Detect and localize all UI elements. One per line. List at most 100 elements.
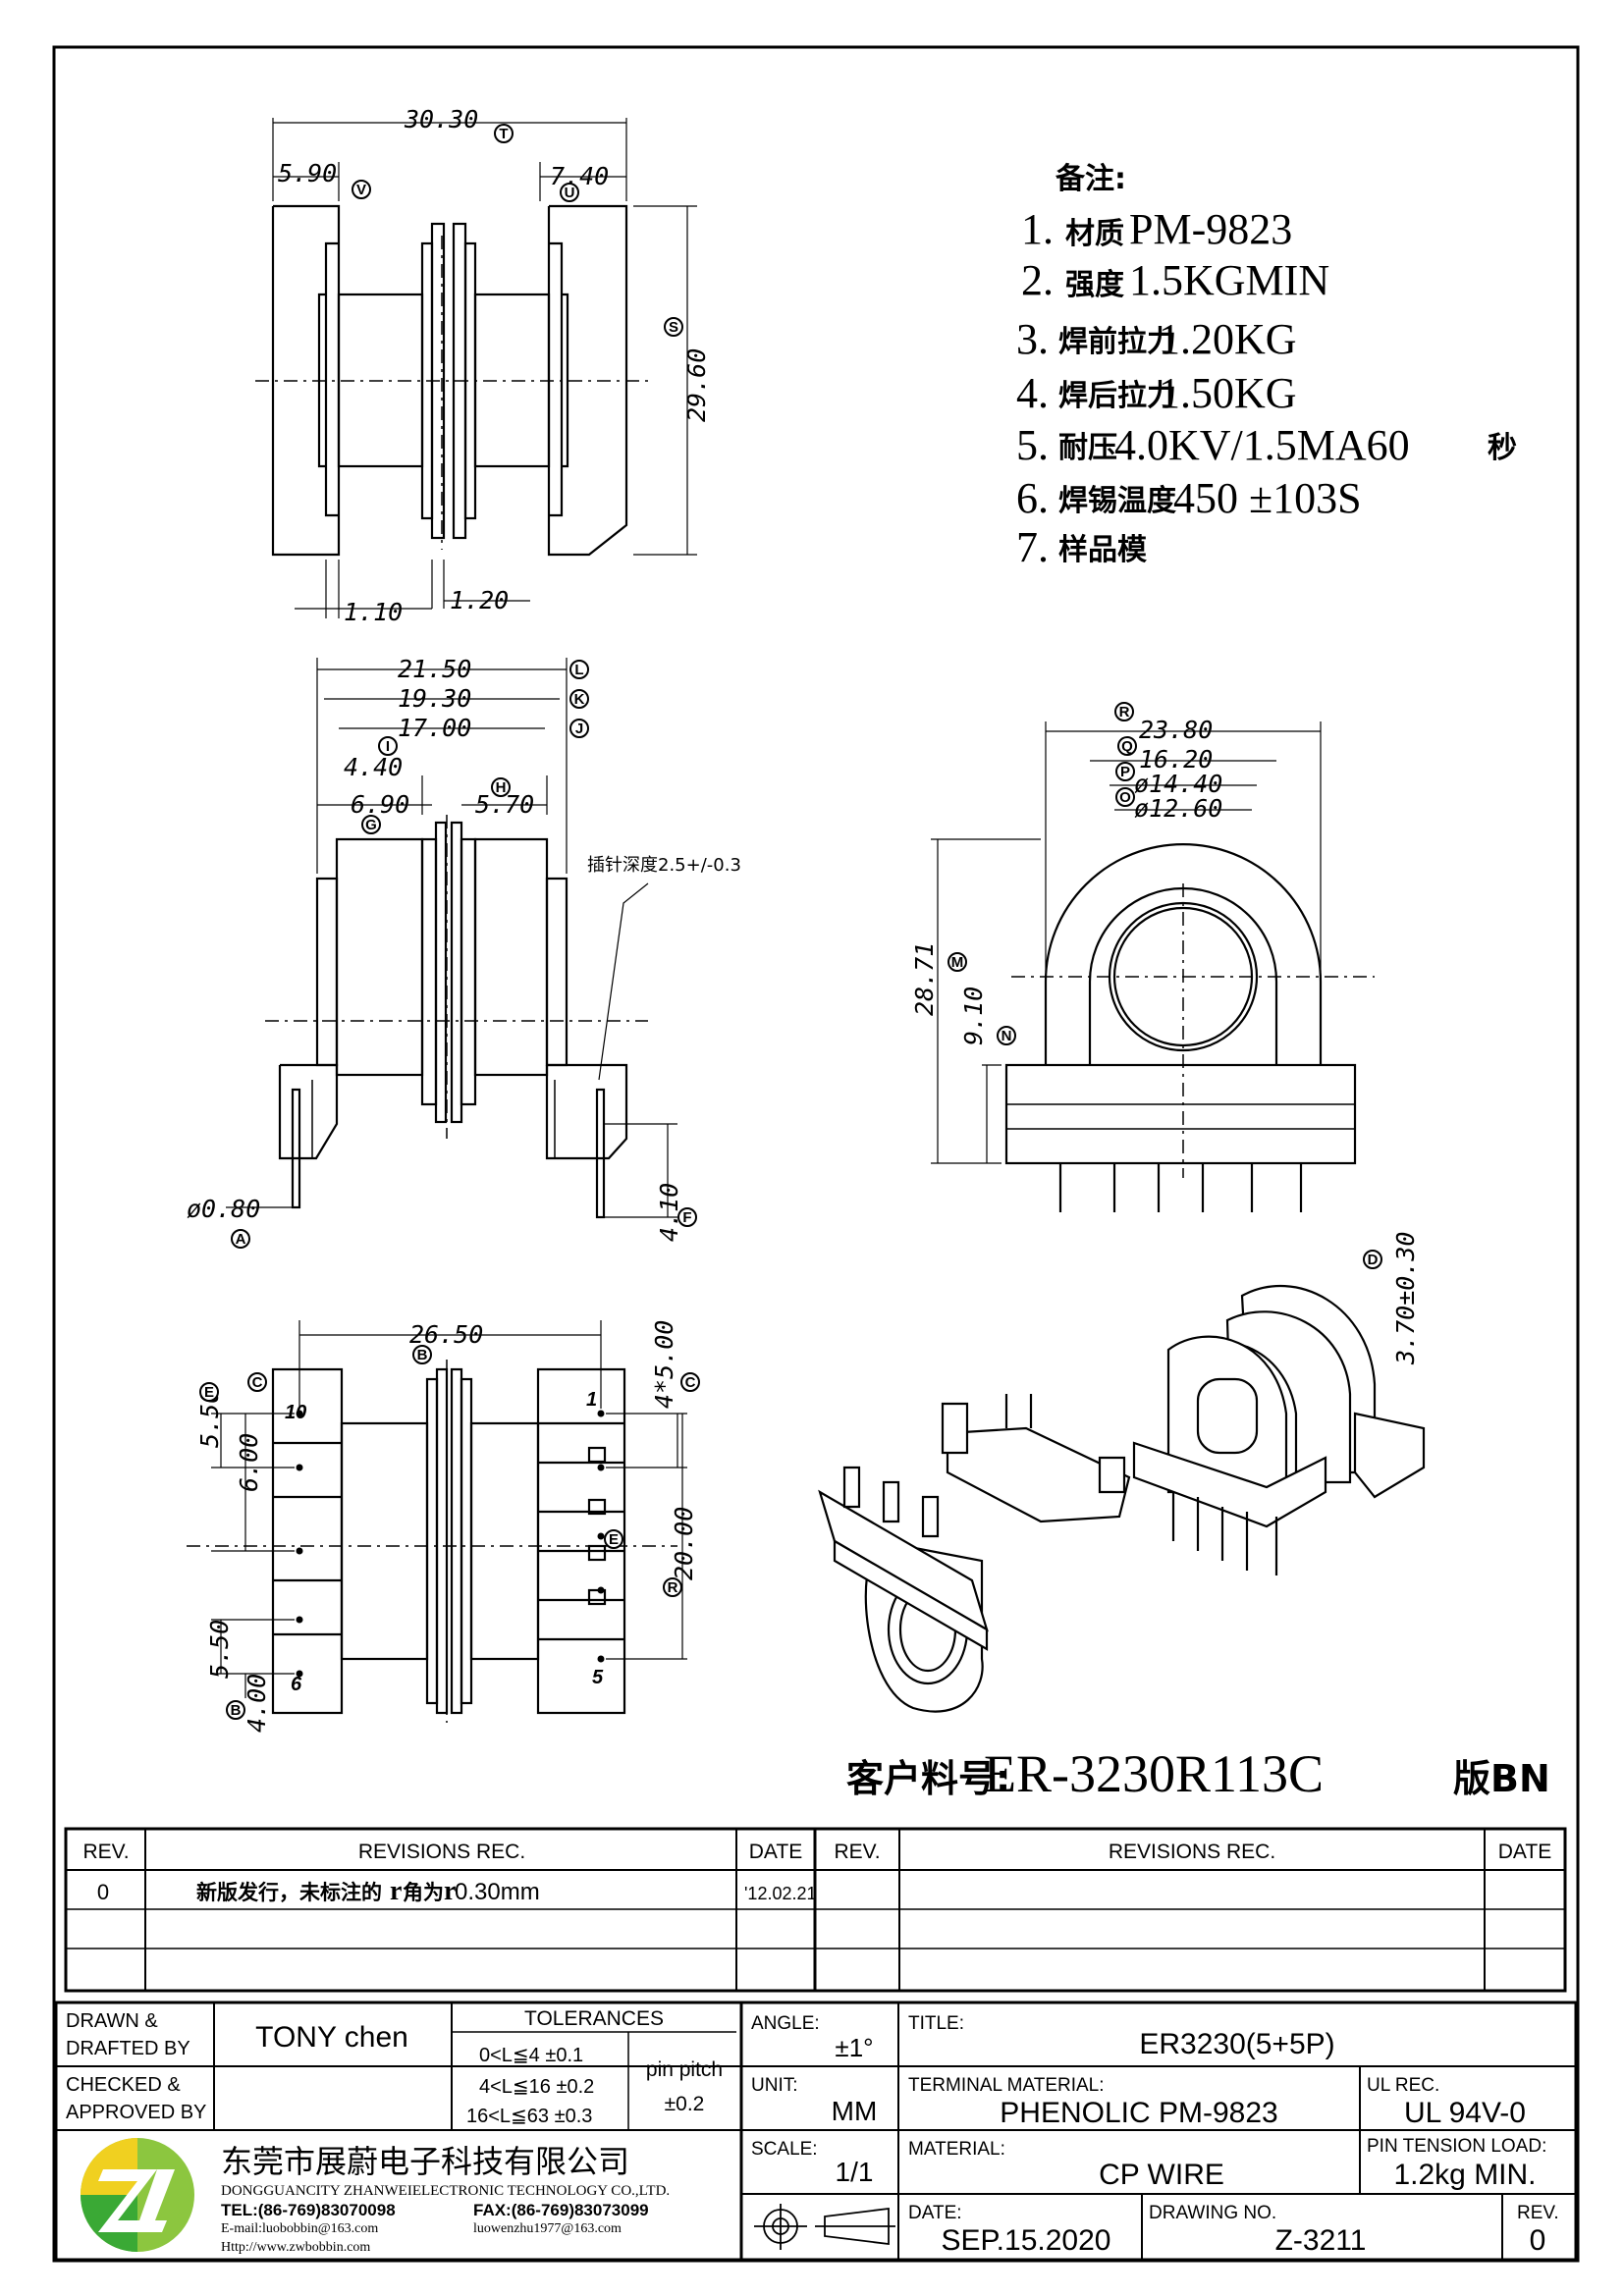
dim-6-00: 6.00 [235, 1433, 263, 1492]
svg-text:2.: 2. [1021, 256, 1054, 304]
terminal-material-value: PHENOLIC PM-9823 [1000, 2097, 1277, 2129]
dim-4-40: 4.40 [344, 753, 403, 781]
svg-text:r: r [390, 1876, 402, 1906]
svg-text:客户料号:: 客户料号: [846, 1757, 1010, 1800]
svg-text:H: H [496, 779, 507, 796]
svg-text:E: E [609, 1531, 619, 1548]
front-elevation-view [265, 815, 648, 1219]
scale-label: SCALE: [751, 2139, 818, 2160]
drawing-no-label: DRAWING NO. [1149, 2203, 1276, 2223]
pin-depth-note: 插针深度2.5+/-0.3 [587, 855, 741, 876]
company-name-en: DONGGUANCITY ZHANWEIELECTRONIC TECHNOLOG… [221, 2183, 670, 2199]
svg-text:450 ±103S: 450 ±103S [1173, 474, 1362, 522]
checked-label-line2: APPROVED BY [66, 2102, 206, 2123]
bottom-plan-dims [211, 1320, 687, 1698]
svg-text:版BN: 版BN [1453, 1757, 1550, 1800]
ref-letter-v: V [352, 180, 371, 199]
svg-text:O: O [1119, 789, 1131, 806]
ref-letter-q: Q [1117, 736, 1137, 756]
dim-26-50: 26.50 [409, 1320, 483, 1349]
title-block-grid [54, 2001, 1578, 2262]
svg-text:0: 0 [97, 1880, 109, 1904]
bottom-pin-holes [296, 1410, 605, 1678]
svg-text:L: L [574, 662, 583, 678]
ref-letter-p: P [1115, 762, 1135, 781]
rev-header-rev-left: REV. [82, 1841, 129, 1863]
ref-letter-o: O [1115, 787, 1135, 807]
bottom-plan-view [187, 1360, 677, 1723]
rev-header-rev-right: REV. [834, 1841, 880, 1863]
end-view [1004, 842, 1375, 1212]
terminal-material-label: TERMINAL MATERIAL: [908, 2075, 1105, 2096]
svg-text:4.0KV/1.5MA60: 4.0KV/1.5MA60 [1114, 421, 1410, 469]
revisions-table [64, 1827, 1567, 1993]
svg-text:焊锡温度: 焊锡温度 [1058, 484, 1176, 518]
svg-text:4.: 4. [1016, 369, 1049, 417]
svg-text:样品模: 样品模 [1058, 533, 1147, 567]
ref-letter-d: D [1363, 1250, 1382, 1269]
svg-text:耐压: 耐压 [1058, 431, 1117, 465]
svg-text:r: r [444, 1876, 456, 1906]
ref-letter-u: U [560, 183, 579, 202]
note-item-1: 1.材质 PM-9823 [1021, 205, 1292, 253]
company-website: Http://www.zwbobbin.com [221, 2240, 370, 2255]
ref-letter-e2: E [199, 1382, 219, 1402]
drawn-label-line1: DRAWN & [66, 2010, 158, 2032]
unit-value: MM [832, 2096, 878, 2126]
dim-1-20: 1.20 [450, 586, 509, 614]
notes-heading: 备注: [1056, 162, 1126, 196]
date-value: SEP.15.2020 [942, 2224, 1111, 2257]
drawn-value: TONY chen [255, 2021, 408, 2054]
pin-tension-value: 1.2kg MIN. [1393, 2159, 1536, 2191]
rev-value: 0 [1530, 2224, 1546, 2257]
dim-29-60: 29.60 [682, 348, 711, 422]
ref-letter-n: N [997, 1026, 1016, 1045]
pin-pitch-label: pin pitch [646, 2058, 723, 2081]
svg-text:F: F [682, 1209, 691, 1226]
svg-text:D: D [1368, 1252, 1379, 1268]
tolerance-row-3: 16<L≦63 ±0.3 [466, 2106, 592, 2127]
rev-header-rec-left: REVISIONS REC. [358, 1841, 525, 1863]
ref-letter-r: R [663, 1577, 682, 1597]
svg-text:J: J [575, 721, 583, 737]
end-view-dims [931, 721, 1322, 1164]
svg-text:材质: 材质 [1065, 217, 1124, 251]
ref-letter-r2: R [1114, 702, 1134, 721]
ul-rec-label: UL REC. [1367, 2075, 1439, 2096]
side-elevation-view [255, 204, 648, 557]
reference-letters: T V U S L K J I H G A F B C E R R Q P O … [199, 124, 1382, 1720]
ref-letter-g: G [361, 815, 381, 834]
dim-9-10: 9.10 [959, 987, 988, 1045]
dim-1-10: 1.10 [344, 598, 403, 626]
svg-text:B: B [231, 1702, 242, 1719]
svg-text:秒: 秒 [1488, 431, 1517, 465]
dim-17-00: 17.00 [398, 714, 471, 742]
dim-20-00: 20.00 [670, 1507, 698, 1580]
pin-label-1: 1 [586, 1389, 597, 1411]
pin-tension-label: PIN TENSION LOAD: [1367, 2136, 1546, 2157]
company-name-cn: 东莞市展蔚电子科技有限公司 [221, 2143, 629, 2180]
front-elevation-dims [226, 658, 677, 1218]
note-item-7: 7. 样品模 [1016, 523, 1147, 571]
projection-symbol [754, 2204, 895, 2250]
svg-text:C: C [685, 1374, 696, 1391]
customer-part-number: 客户料号: ER-3230R113C 版BN [846, 1744, 1550, 1803]
svg-text:1.20KG: 1.20KG [1159, 315, 1297, 363]
svg-text:1.50KG: 1.50KG [1159, 369, 1297, 417]
ref-letter-b: B [412, 1345, 432, 1364]
ref-letter-h: H [491, 777, 511, 797]
svg-text:I: I [386, 738, 390, 755]
ref-letter-j: J [569, 719, 589, 738]
svg-text:C: C [252, 1374, 263, 1391]
tolerance-row-1: 0<L≦4 ±0.1 [479, 2045, 583, 2066]
ref-letter-m: M [947, 952, 967, 972]
ref-letter-e: E [604, 1529, 623, 1549]
svg-text:R: R [668, 1579, 678, 1596]
scale-value: 1/1 [836, 2157, 874, 2187]
svg-text:7.: 7. [1016, 523, 1049, 571]
svg-text:Q: Q [1121, 738, 1133, 755]
svg-text:P: P [1120, 764, 1130, 780]
